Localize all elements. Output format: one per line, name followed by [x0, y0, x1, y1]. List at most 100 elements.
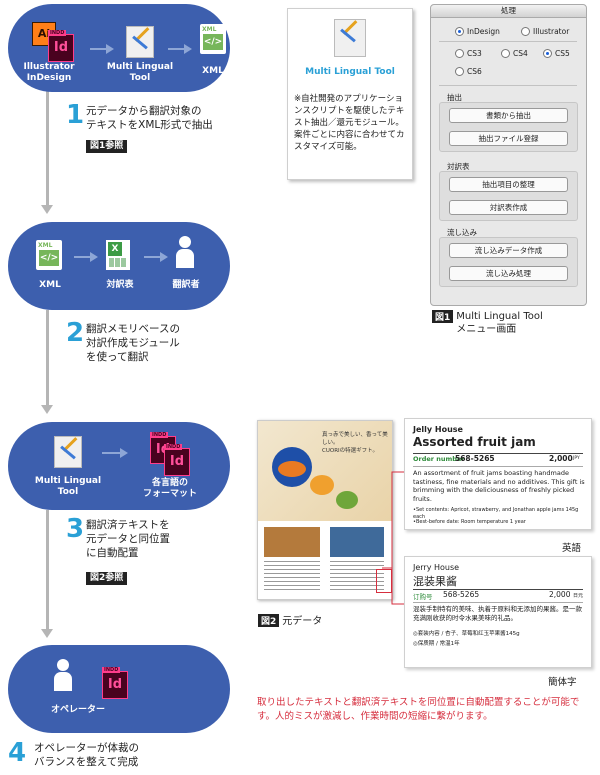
zh-currency: 日元 — [573, 593, 584, 599]
dialog-title: 処理 — [431, 5, 586, 18]
leaflet-headline: 真っ赤で美しい、香って美しい。 CUORIの特選ギフト。 — [322, 432, 388, 454]
dialog-separator — [439, 41, 577, 42]
en-description: An assortment of fruit jams boasting han… — [413, 469, 585, 503]
zh-product-name: 混装果酱 — [413, 575, 457, 588]
english-product-box: Jelly House Assorted fruit jam Order num… — [404, 418, 592, 530]
step-3-text: 翻訳済テキストを 元データと同位置 に自動配置 — [86, 519, 170, 559]
step-3-fig-tag: 図2参照 — [86, 572, 128, 585]
multi-lingual-tool-icon — [334, 19, 366, 57]
en-price: 2,000 — [549, 454, 573, 463]
fruit-shape — [310, 475, 334, 495]
en-product-name: Assorted fruit jam — [413, 435, 536, 449]
processing-dialog: 処理 InDesign Illustrator CS3 CS4 CS5 CS6 … — [430, 4, 587, 306]
radio-illustrator[interactable]: Illustrator — [521, 27, 569, 36]
flow-line-2 — [46, 310, 49, 406]
translator-icon — [174, 236, 196, 268]
multi-lingual-tool-icon — [126, 26, 154, 58]
flow-arrow-r3 — [102, 448, 128, 458]
radio-indesign[interactable]: InDesign — [455, 27, 500, 36]
flow-arrowhead-1 — [41, 205, 53, 214]
radio-cs4[interactable]: CS4 — [501, 49, 528, 58]
en-currency: JPY — [573, 456, 580, 461]
leaflet-photo-left — [264, 527, 320, 557]
step-2-number: 2 — [66, 318, 85, 348]
lang-label-chinese: 簡体字 — [548, 677, 577, 688]
flow-pill-2: XML</> X XML 対訳表 翻訳者 — [8, 222, 230, 310]
en-brand: Jelly House — [413, 425, 463, 434]
flow-arrowhead-2 — [41, 405, 53, 414]
leaflet-thumbnail: 真っ赤で美しい、香って美しい。 CUORIの特選ギフト。 — [257, 420, 393, 600]
row4-label-operator: オペレーター — [50, 705, 105, 715]
radio-cs5[interactable]: CS5 — [543, 49, 570, 58]
flow-line-3 — [46, 510, 49, 630]
step-2-text: 翻訳メモリベースの 対訳作成モジュール を使って翻訳 — [86, 323, 180, 363]
en-note-2: •Best-before date: Room temperature 1 ye… — [413, 519, 526, 525]
xml-icon: XML</> — [36, 240, 62, 270]
zh-order-number: 568-5265 — [443, 590, 480, 599]
en-order-number: 568-5265 — [455, 454, 495, 463]
create-pour-data-button[interactable]: 流し込みデータ作成 — [449, 243, 568, 258]
create-pair-table-button[interactable]: 対訳表作成 — [449, 200, 568, 215]
flow-arrowhead-3 — [41, 629, 53, 638]
fruit-shape — [336, 491, 358, 509]
zh-note-1: ◎套装内容 / 杏子、草莓和红玉苹果酱145g — [413, 631, 520, 637]
zh-order-label: 订购号 — [413, 593, 433, 601]
multi-lingual-tool-card: Multi Lingual Tool ※自社開発のアプリケーションスクリプトを駆… — [287, 8, 413, 180]
red-connector — [382, 471, 404, 605]
flow-arrow-r1a — [90, 44, 114, 54]
group-label-extract: 抽出 — [447, 93, 462, 102]
group-label-pour: 流し込み — [447, 228, 477, 237]
leaflet-text-right — [330, 561, 384, 591]
spreadsheet-icon: X — [106, 240, 130, 270]
card-description: ※自社開発のアプリケーションスクリプトを駆使したテキスト抽出／還元モジュール。案… — [294, 94, 405, 152]
row2-label-translator: 翻訳者 — [172, 280, 200, 290]
group-label-pair: 対訳表 — [447, 162, 470, 171]
chinese-product-box: Jerry House 混装果酱 订购号 568-5265 2,000 日元 混… — [404, 556, 592, 668]
step-1-fig-tag: 図1参照 — [86, 140, 128, 153]
papaya-shape — [278, 461, 306, 477]
row3-label-mlt: Multi Lingual Tool — [34, 476, 102, 497]
row1-label-mlt: Multi Lingual Tool — [106, 62, 174, 83]
zh-description: 混装手制特有的美味、执着于原料和无添加的果酱。是一款充满刚收获的时令水果美味的礼… — [413, 605, 582, 622]
register-extract-file-button[interactable]: 抽出ファイル登録 — [449, 131, 568, 146]
card-title: Multi Lingual Tool — [305, 67, 395, 77]
xml-icon: XML</> — [200, 24, 226, 54]
flow-line-1 — [46, 90, 49, 206]
flow-arrow-r2a — [74, 252, 98, 262]
zh-order-row: 订购号 568-5265 2,000 日元 — [413, 589, 583, 603]
flow-arrow-r1b — [168, 44, 192, 54]
flow-arrow-r2b — [144, 252, 168, 262]
row1-label-illustrator-indesign: Illustrator InDesign — [23, 62, 75, 83]
en-order-label: Order number — [413, 455, 465, 463]
multi-lingual-tool-icon — [54, 436, 82, 468]
dialog-separator — [439, 85, 577, 86]
en-note-1: •Set contents: Apricot, strawberry, and … — [413, 507, 579, 520]
row2-label-xml: XML — [39, 280, 61, 290]
zh-price: 2,000 — [549, 590, 571, 599]
leaflet-text-left — [264, 561, 320, 591]
radio-cs3[interactable]: CS3 — [455, 49, 482, 58]
step-1-text: 元データから翻訳対象の テキストをXML形式で抽出 — [86, 105, 213, 131]
step-3-number: 3 — [66, 514, 85, 544]
pour-process-button[interactable]: 流し込み処理 — [449, 266, 568, 281]
leaflet-photo — [258, 421, 392, 521]
step-1-number: 1 — [66, 100, 85, 130]
radio-cs6[interactable]: CS6 — [455, 67, 482, 76]
zh-brand: Jerry House — [413, 563, 460, 572]
zh-note-2: ◎保质期 / 常温1年 — [413, 641, 460, 647]
row3-label-formats: 各言語の フォーマット — [142, 478, 197, 499]
step-4-number: 4 — [8, 738, 27, 768]
en-order-row: Order number 568-5265 2,000 JPY — [413, 453, 583, 467]
organize-items-button[interactable]: 抽出項目の整理 — [449, 177, 568, 192]
leaflet-photo-right — [330, 527, 384, 557]
row1-label-xml: XML — [202, 66, 224, 76]
extract-from-document-button[interactable]: 書類から抽出 — [449, 108, 568, 123]
